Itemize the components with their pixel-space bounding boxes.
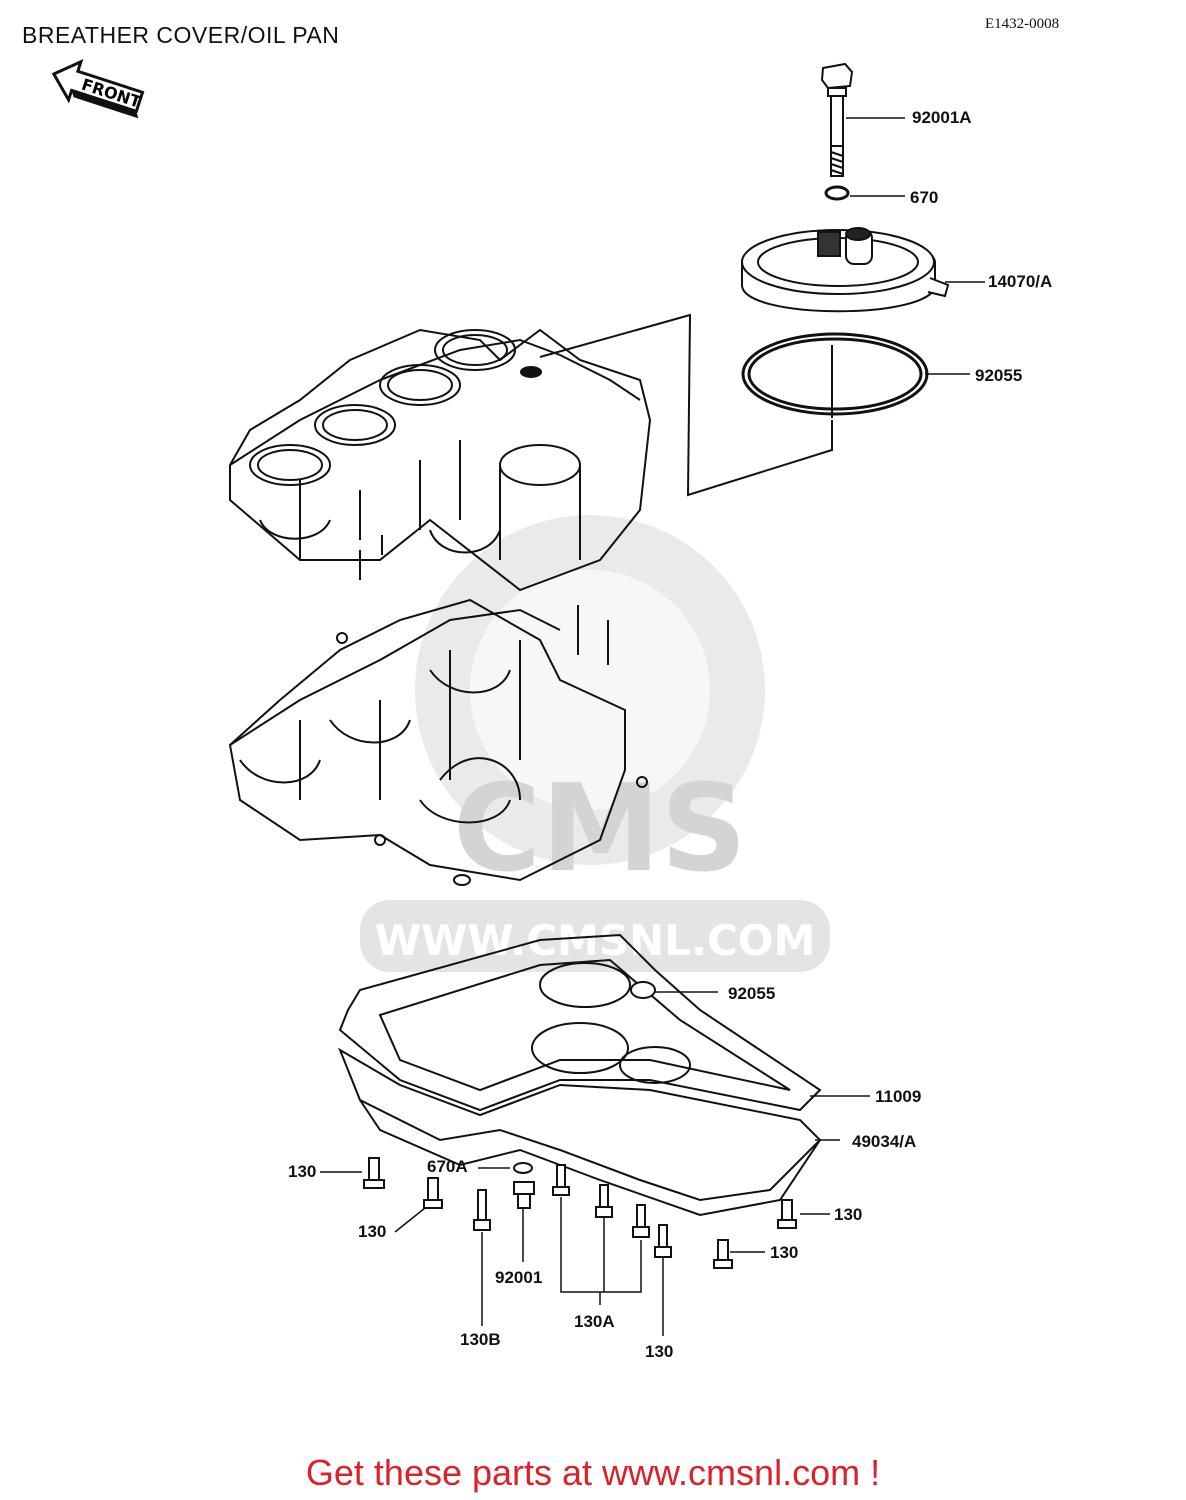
gasket-11009-icon: [338, 933, 822, 1112]
bottom-bolts-icon: [363, 1157, 797, 1269]
part-label-11009: 11009: [875, 1087, 922, 1106]
upper-crankcase-icon: [229, 328, 652, 592]
leader-lines: [320, 117, 985, 1336]
o-ring-top-icon: [741, 332, 929, 416]
o-ring-mid-icon: [630, 981, 656, 999]
oil-pan-icon: [337, 1047, 822, 1217]
part-label-130-c: 130: [834, 1205, 863, 1224]
bolt-92001A-icon: [820, 62, 854, 177]
part-label-670: 670: [910, 188, 939, 207]
washer-670-icon: [824, 185, 850, 201]
front-arrow-icon: FRONT: [51, 59, 145, 119]
part-label-92001: 92001: [495, 1268, 543, 1287]
part-label-92055-mid: 92055: [728, 984, 776, 1003]
part-label-49034A: 49034/A: [852, 1132, 917, 1151]
part-label-130-e: 130: [645, 1342, 674, 1361]
part-label-130-d: 130: [770, 1243, 799, 1262]
part-label-130-b: 130: [358, 1222, 387, 1241]
breather-cover-icon: [741, 227, 950, 313]
part-label-130A: 130A: [574, 1312, 615, 1331]
part-label-14070A: 14070/A: [988, 272, 1053, 291]
diagram-code: E1432-0008: [985, 16, 1060, 32]
watermark-brand: CMS: [453, 760, 747, 899]
part-label-130-a: 130: [288, 1162, 317, 1181]
part-label-130B: 130B: [460, 1330, 501, 1349]
part-label-92055-top: 92055: [975, 366, 1023, 385]
lower-crankcase-icon: [228, 598, 648, 886]
footer-link[interactable]: Get these parts at www.cmsnl.com !: [305, 1452, 881, 1493]
watermark-url: WWW.CMSNL.COM: [375, 916, 816, 965]
page-title: BREATHER COVER/OIL PAN: [22, 22, 340, 48]
part-label-670A: 670A: [427, 1157, 468, 1176]
part-label-92001A: 92001A: [912, 108, 972, 127]
cms-watermark: CMS WWW.CMSNL.COM: [360, 515, 830, 972]
